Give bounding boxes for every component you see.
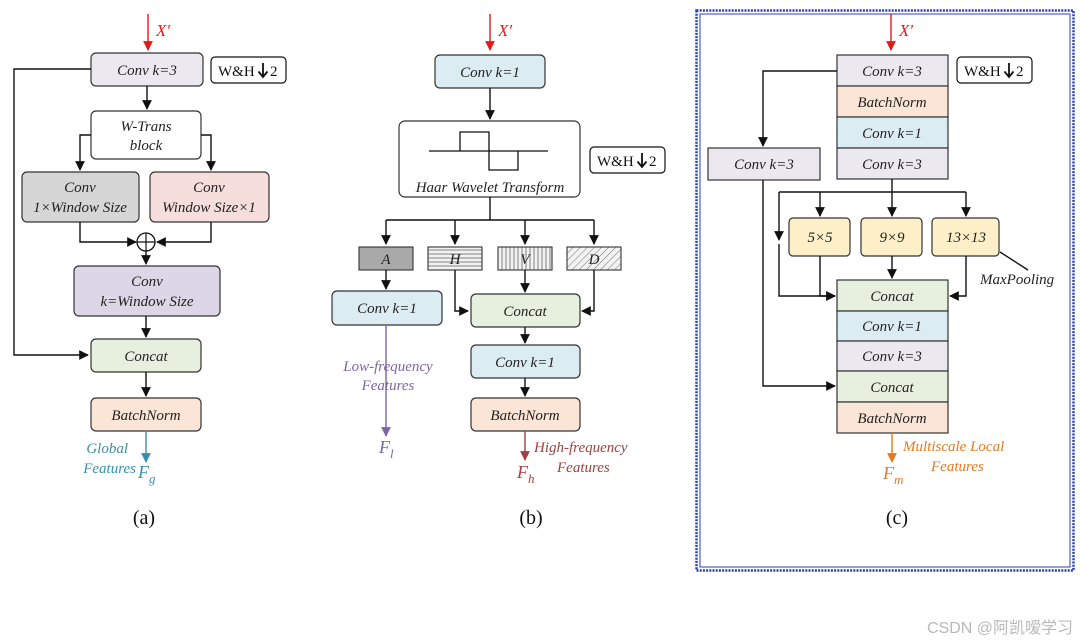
conv-1xws-line2: 1×Window Size (33, 200, 127, 216)
wh-label-c: W&H (964, 64, 1001, 80)
wtrans-line2: block (130, 138, 163, 154)
concat-label-a: Concat (124, 349, 168, 365)
conv-high-label: Conv k=1 (495, 355, 555, 371)
wh-down-badge-b (589, 146, 666, 174)
low-features-line1: Low-frequency (342, 359, 433, 375)
haar-waveform-icon (429, 131, 548, 171)
skip-connection-a (13, 68, 91, 360)
wh-num-b: 2 (649, 154, 657, 170)
band-v-label: V (520, 252, 531, 268)
conv-1xws-line1: Conv (64, 180, 96, 196)
pool-9x9-label: 9×9 (879, 230, 905, 246)
global-features-line2: Features (82, 461, 136, 477)
output-symbol-fh: Fh (516, 462, 535, 486)
stack1-label-0: Conv k=3 (862, 64, 922, 80)
stack2-label-3: Concat (870, 380, 914, 396)
global-features-line1: Global (86, 441, 128, 457)
haar-label: Haar Wavelet Transform (415, 180, 565, 196)
stack2-conv-k3 (836, 340, 949, 372)
stack2-concat-b (836, 370, 949, 403)
batchnorm-label-b: BatchNorm (490, 408, 559, 424)
stack2-label-0: Concat (870, 289, 914, 305)
batchnorm-label-a: BatchNorm (111, 408, 180, 424)
output-symbol-fl: Fl (378, 437, 394, 461)
conv-k1-label-b: Conv k=1 (460, 65, 520, 81)
input-label-c: X′ (898, 21, 913, 40)
wh-num-a: 2 (270, 64, 278, 80)
stack2-concat (836, 279, 949, 312)
concat-label-b: Concat (503, 304, 547, 320)
stack1-conv-k1 (836, 116, 949, 149)
stack2-batchnorm (836, 401, 949, 434)
panel-a: X′ Conv k=3 W&H 2 W-Trans block Conv 1×W… (13, 14, 287, 529)
band-a-label: A (380, 252, 391, 268)
down-arrow-icon (257, 63, 269, 79)
stack2-label-4: BatchNorm (857, 411, 926, 427)
side-conv-k3-box (707, 147, 821, 181)
stack2-label-1: Conv k=1 (862, 319, 922, 335)
selection-frame (695, 9, 1075, 572)
panel-c: X′ Conv k=3 BatchNorm Conv k=1 Conv k=3 … (695, 9, 1075, 572)
input-label-b: X′ (497, 21, 512, 40)
wh-num-c: 2 (1016, 64, 1024, 80)
sum-node-icon (136, 232, 156, 252)
wh-down-badge-a (210, 56, 287, 84)
pool-13x13-label: 13×13 (946, 230, 986, 246)
multiscale-line1: Multiscale Local (902, 439, 1004, 455)
output-symbol-fg: Fg (137, 462, 156, 486)
caption-b: (b) (519, 507, 542, 529)
stack1-label-3: Conv k=3 (862, 157, 922, 173)
layer-stack-bottom: Concat Conv k=1 Conv k=3 Concat BatchNor… (836, 279, 949, 434)
band-h-label: H (449, 252, 462, 268)
side-conv-label: Conv k=3 (734, 157, 794, 173)
maxpooling-label: MaxPooling (979, 272, 1055, 288)
wh-down-badge-c (956, 56, 1033, 84)
conv-low-label: Conv k=1 (357, 301, 417, 317)
caption-c: (c) (886, 507, 908, 529)
stack1-label-1: BatchNorm (857, 95, 926, 111)
conv-wsx1-box (149, 171, 270, 223)
caption-a: (a) (133, 507, 155, 529)
panel-b: X′ Conv k=1 Haar Wavelet Transform W&H 2… (331, 14, 666, 529)
conv-ws-box (73, 265, 221, 317)
conv-k3-label-a: Conv k=3 (117, 63, 177, 79)
high-features-line2: Features (556, 460, 610, 476)
layer-stack-top: Conv k=3 BatchNorm Conv k=1 Conv k=3 (836, 54, 949, 180)
conv-low-box (331, 290, 443, 326)
low-features-line2: Features (361, 378, 415, 394)
wtrans-line1: W-Trans (120, 119, 171, 135)
stack1-batchnorm (836, 85, 949, 118)
down-arrow-icon (636, 153, 648, 169)
stack1-label-2: Conv k=1 (862, 126, 922, 142)
wh-label-b: W&H (597, 154, 634, 170)
down-arrow-icon (1003, 63, 1015, 79)
conv-wsx1-line1: Conv (193, 180, 225, 196)
conv-ws-line2: k=Window Size (100, 294, 193, 310)
conv-ws-line1: Conv (131, 274, 163, 290)
maxpool-leader (999, 251, 1029, 271)
conv-wsx1-line2: Window Size×1 (162, 200, 256, 216)
wh-label-a: W&H (218, 64, 255, 80)
stack2-label-2: Conv k=3 (862, 349, 922, 365)
pool-5x5-label: 5×5 (807, 230, 833, 246)
input-label-a: X′ (155, 21, 170, 40)
high-features-line1: High-frequency (533, 440, 628, 456)
selection-frame-inner (699, 13, 1071, 568)
watermark: CSDN @阿凯嗳学习 (927, 619, 1073, 637)
band-d-label: D (588, 252, 600, 268)
output-symbol-fm: Fm (882, 463, 903, 487)
multiscale-line2: Features (930, 459, 984, 475)
